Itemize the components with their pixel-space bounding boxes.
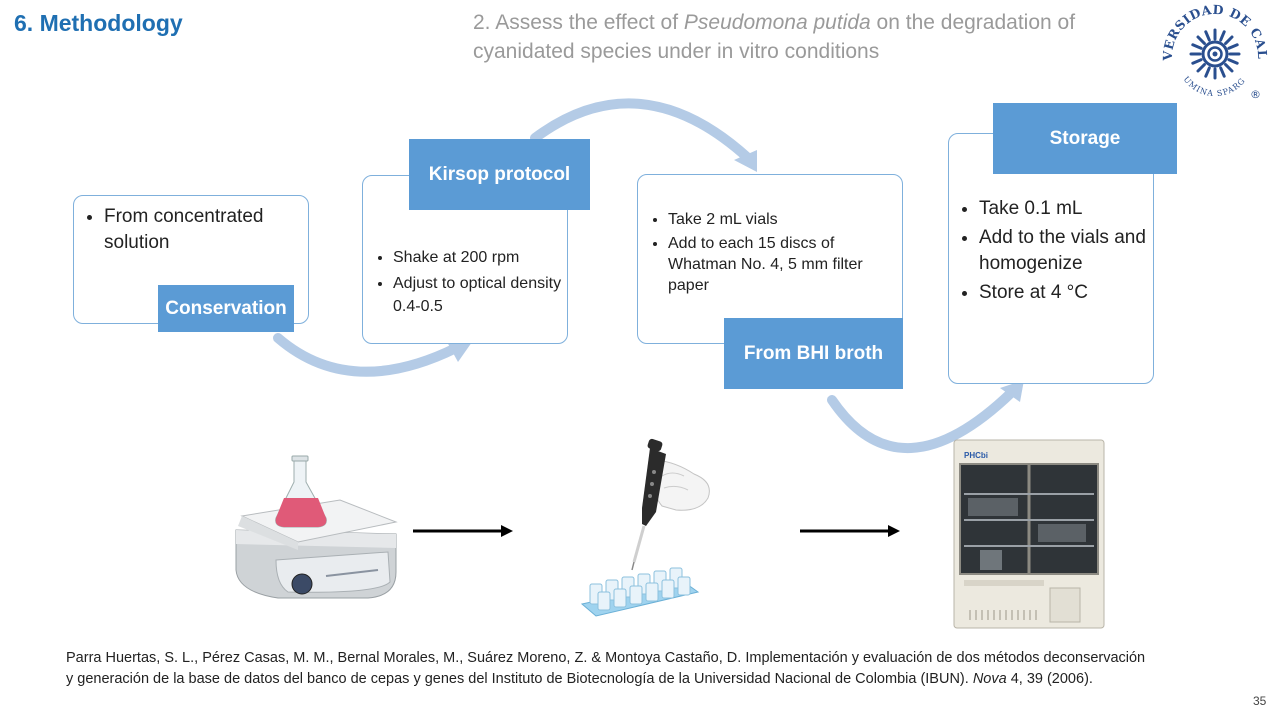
hot-plate-stirrer-illustration xyxy=(235,455,398,599)
bullet: Adjust to optical density 0.4-0.5 xyxy=(393,272,573,318)
bullet: From concentrated solution xyxy=(104,204,304,256)
flow-arrowhead-3 xyxy=(1000,380,1024,402)
bullet: Take 0.1 mL xyxy=(979,196,1169,222)
step-label-conservation: Conservation xyxy=(158,285,294,332)
citation-volume: 4, 39 (2006). xyxy=(1006,671,1093,687)
step-label-storage: Storage xyxy=(993,103,1177,174)
step-1-bullets: From concentrated solution xyxy=(82,204,304,259)
step-box-bhi-broth: Take 2 mL vials Add to each 15 discs of … xyxy=(637,174,903,344)
bullet: Take 2 mL vials xyxy=(668,209,903,230)
flow-arrowhead-1 xyxy=(446,340,472,362)
page-number: 35 xyxy=(1253,694,1267,708)
step-label-bhi-broth: From BHI broth xyxy=(724,318,903,389)
step-box-storage: Take 0.1 mL Add to the vials and homogen… xyxy=(948,133,1154,384)
citation-journal: Nova xyxy=(972,671,1007,687)
flow-arrow-3 xyxy=(827,387,1017,453)
citation: Parra Huertas, S. L., Pérez Casas, M. M.… xyxy=(66,648,1156,690)
bullet: Add to the vials and homogenize xyxy=(979,225,1169,277)
arrow-right-icon xyxy=(800,525,900,537)
bullet: Add to each 15 discs of Whatman No. 4, 5… xyxy=(668,233,903,296)
section-title: 6. Methodology xyxy=(14,10,183,36)
registered-mark: ® xyxy=(1250,88,1261,101)
incubator-illustration: PHCbi xyxy=(953,439,1105,629)
sun-emblem-icon xyxy=(1189,28,1241,80)
step-4-bullets: Take 0.1 mL Add to the vials and homogen… xyxy=(957,196,1169,309)
subtitle-part2: on the degradation of cyanidated species… xyxy=(473,11,1076,63)
flow-arrow-2 xyxy=(530,98,753,163)
citation-text: Parra Huertas, S. L., Pérez Casas, M. M.… xyxy=(66,650,1146,687)
incubator-brand: PHCbi xyxy=(964,451,988,460)
flow-arrow-1 xyxy=(273,333,461,377)
pipette-and-vial-rack-illustration xyxy=(580,438,710,617)
subtitle-part1: 2. Assess the effect of xyxy=(473,11,684,34)
subtitle-species: Pseudomona putida xyxy=(683,11,871,34)
step-label-kirsop: Kirsop protocol xyxy=(409,139,590,210)
flow-arrowhead-2 xyxy=(734,150,757,172)
knob-icon xyxy=(291,573,313,595)
step-2-bullets: Shake at 200 rpm Adjust to optical densi… xyxy=(371,246,573,321)
step-3-bullets: Take 2 mL vials Add to each 15 discs of … xyxy=(646,209,903,299)
arrow-right-icon xyxy=(413,525,513,537)
bullet: Shake at 200 rpm xyxy=(393,246,573,269)
bullet: Store at 4 °C xyxy=(979,280,1169,306)
slide-subtitle: 2. Assess the effect of Pseudomona putid… xyxy=(473,8,1163,66)
